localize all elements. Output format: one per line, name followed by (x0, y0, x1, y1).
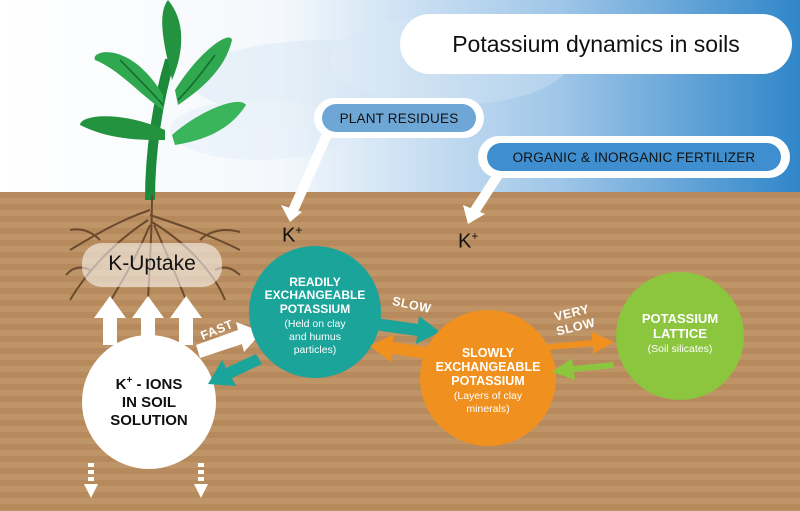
lattice-text: POTASSIUM LATTICE (Soil silicates) (641, 311, 719, 356)
very-slow-back-arrow (552, 358, 614, 380)
k-ion-marker-2: K+ (458, 229, 479, 253)
slowly-node (420, 310, 556, 446)
k-ion-marker-1: K+ (282, 223, 303, 247)
fertilizer-label: ORGANIC & INORGANIC FERTILIZER (487, 143, 781, 171)
uptake-pill (82, 243, 222, 287)
plant-residues-label: PLANT RESIDUES (322, 104, 476, 132)
release-arrow (208, 354, 262, 386)
soil-solution-text: K+ - IONS IN SOIL SOLUTION (110, 375, 188, 429)
uptake-arrows (94, 296, 202, 345)
uptake-label: K-Uptake (108, 252, 196, 275)
soil-solution-node (82, 335, 216, 469)
plant-icon (80, 0, 246, 201)
very-slow-forward-arrow (548, 332, 614, 354)
plant-residues-arrow (281, 125, 335, 222)
fast-arrow (196, 322, 262, 358)
slowly-text: SLOWLY EXCHANGEABLE POTASSIUM (Layers of… (435, 346, 541, 415)
fertilizer-arrow (463, 169, 505, 224)
slow-forward-arrow (374, 316, 440, 344)
slow-back-arrow (370, 334, 434, 362)
leaching-arrows (84, 463, 208, 498)
readily-text: READILY EXCHANGEABLE POTASSIUM (Held on … (264, 275, 366, 356)
readily-node (249, 246, 381, 378)
lattice-node (616, 272, 744, 400)
diagram-title: Potassium dynamics in soils (400, 14, 792, 74)
